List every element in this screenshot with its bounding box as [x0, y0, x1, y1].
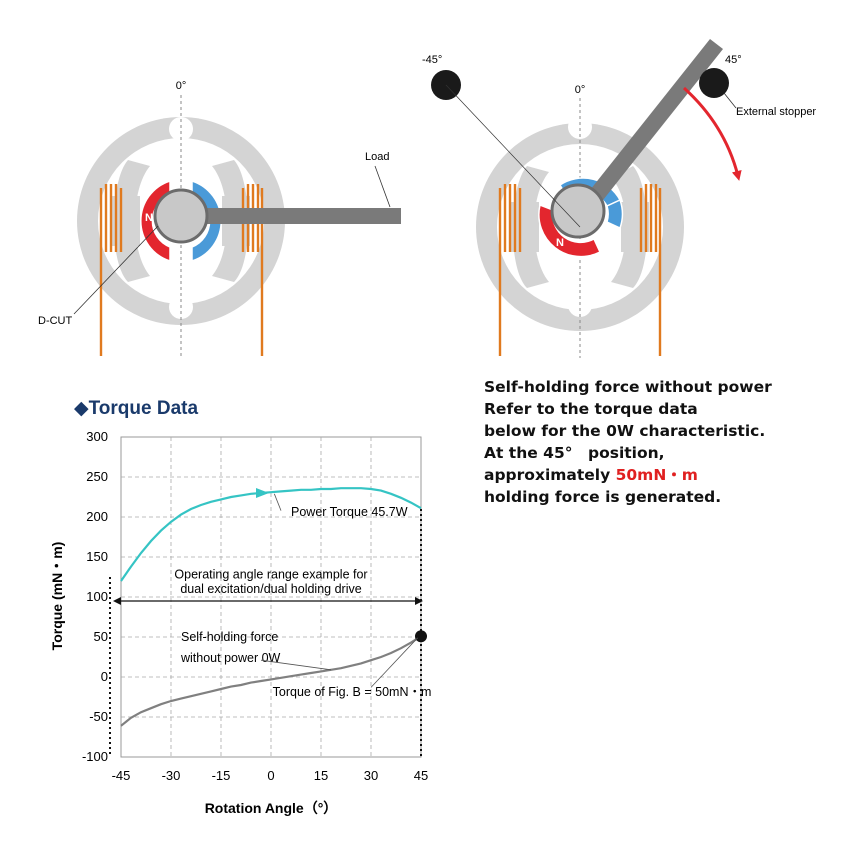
range-text-2: dual excitation/dual holding drive: [180, 582, 361, 596]
magnet-n-label: N: [556, 237, 564, 249]
x-axis-label: Rotation Angle（°）: [205, 800, 338, 816]
x-tick-label: -15: [212, 768, 231, 783]
dcut-label: D-CUT: [38, 315, 72, 327]
rotation-arrow: [682, 86, 742, 181]
y-tick-label: 0: [101, 669, 108, 684]
plot-area: -100 -50 0 50 100 150 200 250 300 -45 -30 -15 0 15 30 4…: [82, 429, 431, 783]
desc-line-1: Self-holding force without power: [484, 378, 772, 396]
stopper-label: External stopper: [736, 106, 816, 118]
desc-line-5-highlight: 50mN・m: [615, 466, 698, 484]
load-label: Load: [365, 151, 389, 163]
right-stopper-angle: 45°: [725, 54, 742, 66]
rotor-shaft: [153, 188, 209, 244]
desc-line-6: holding force is generated.: [484, 488, 722, 506]
desc-line-5-prefix: approximately: [484, 466, 616, 484]
holding-label-leader: [260, 659, 332, 671]
figure-a: N S 0° Load D-CUT: [38, 80, 401, 358]
y-tick-label: 50: [94, 629, 108, 644]
left-stopper-angle: -45°: [422, 54, 442, 66]
holding-label-2: without power 0W: [180, 651, 281, 665]
description-panel: Self-holding force without power Refer t…: [484, 376, 824, 508]
y-tick-label: 300: [86, 429, 108, 444]
desc-line-4: At the 45° position,: [484, 444, 665, 462]
marker-label: Torque of Fig. B = 50mN・m: [273, 685, 432, 699]
coil-left: [99, 184, 123, 356]
magnet-n: [538, 203, 601, 258]
stopper-right: [699, 68, 729, 98]
x-tick-label: 45: [414, 768, 428, 783]
magnet-n-label: N: [145, 212, 153, 224]
y-tick-label: 250: [86, 469, 108, 484]
holding-label-1: Self-holding force: [181, 630, 278, 644]
rotor-shaft: [550, 183, 606, 239]
range-arrow-head-right: [415, 597, 423, 605]
x-tick-label: 15: [314, 768, 328, 783]
marker-point: [415, 630, 427, 643]
y-tick-label: 150: [86, 549, 108, 564]
desc-line-3: below for the 0W characteristic.: [484, 422, 766, 440]
power-label-leader: [273, 493, 282, 511]
power-direction-arrow: [256, 488, 269, 498]
series-self-holding: [120, 635, 422, 727]
magnet-s-tail: [606, 198, 624, 230]
series-power-torque: [120, 487, 422, 582]
x-tick-label: 0: [267, 768, 274, 783]
y-tick-label: -100: [82, 749, 108, 764]
torque-chart: ◆Torque Data -100-50050100150200250300-4…: [49, 398, 431, 816]
x-tick-label: -45: [112, 768, 131, 783]
chart-title: ◆Torque Data: [74, 398, 198, 419]
y-tick-label: 200: [86, 509, 108, 524]
x-tick-label: 30: [364, 768, 378, 783]
coil-right: [639, 184, 662, 356]
desc-line-5: approximately 50mN・m: [484, 464, 824, 486]
range-text-1: Operating angle range example for: [174, 568, 367, 582]
power-label: Power Torque 45.7W: [291, 505, 408, 519]
x-tick-label: -30: [162, 768, 181, 783]
figure-b-angle-label: 0°: [575, 84, 586, 96]
y-tick-label: -50: [89, 709, 108, 724]
load-bar: [571, 39, 723, 224]
figure-b: N -45° 45° External stopper 0°: [422, 39, 816, 358]
desc-line-2: Refer to the torque data: [484, 400, 698, 418]
load-bar: [181, 208, 401, 224]
marker-label-leader: [370, 637, 418, 688]
coil-left: [498, 184, 522, 356]
range-arrow-head-left: [113, 597, 121, 605]
y-tick-label: 100: [86, 589, 108, 604]
figure-a-angle-label: 0°: [176, 80, 187, 92]
y-axis-label: Torque (mN・m): [49, 542, 65, 651]
